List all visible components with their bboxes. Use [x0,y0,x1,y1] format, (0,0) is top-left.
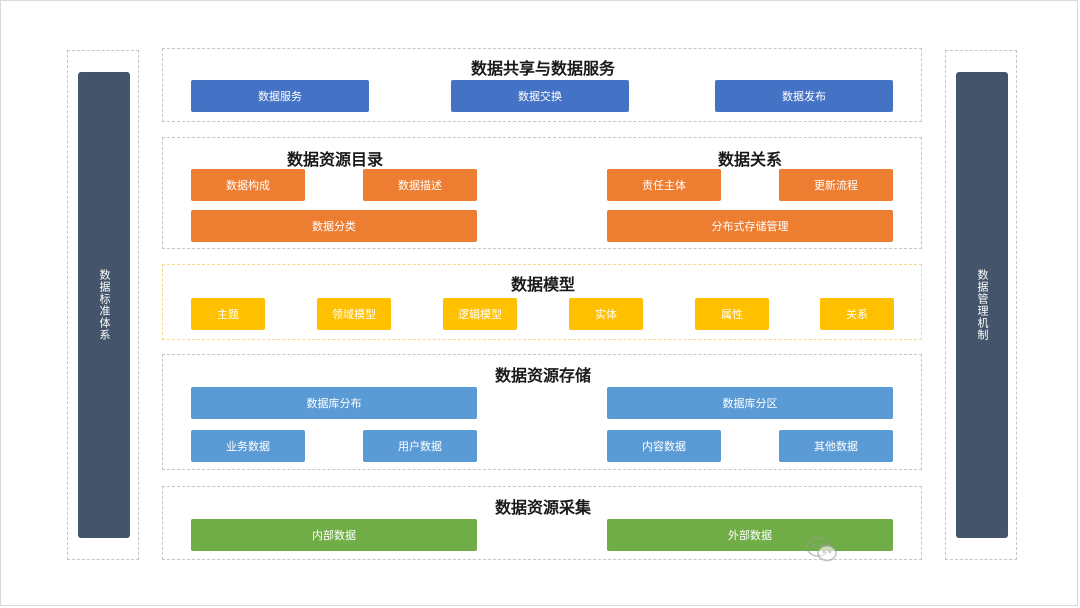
distributed-storage-box: 分布式存储管理 [607,210,893,242]
management-mechanism-label: 数据管理机制 [976,269,989,341]
storage-layer: 数据资源存储 数据库分布 数据库分区 业务数据 用户数据 内容数据 其他数据 [162,354,922,470]
responsible-party-box: 责任主体 [607,169,721,201]
data-publish-box: 数据发布 [715,80,893,112]
management-mechanism-bar: 数据管理机制 [956,72,1008,538]
user-data-box: 用户数据 [363,430,477,462]
other-data-box: 其他数据 [779,430,893,462]
model-title: 数据模型 [510,275,576,294]
standards-system-bar: 数据标准体系 [78,72,130,538]
collection-layer: 数据资源采集 内部数据 外部数据 [162,486,922,560]
attribute-box: 属性 [695,298,769,330]
logical-model-box: 逻辑模型 [443,298,517,330]
data-description-box: 数据描述 [363,169,477,201]
collection-title: 数据资源采集 [494,498,592,517]
watermark [806,536,1026,566]
entity-box: 实体 [569,298,643,330]
wechat-logo-icon [806,537,837,562]
business-data-box: 业务数据 [191,430,305,462]
sharing-layer: 数据共享与数据服务 数据服务 数据交换 数据发布 [162,48,922,122]
internal-data-box: 内部数据 [191,519,477,551]
data-composition-box: 数据构成 [191,169,305,201]
model-layer: 数据模型 主题 领域模型 逻辑模型 实体 属性 关系 [162,264,922,340]
catalog-relation-layer: 数据资源目录 数据构成 数据描述 数据分类 数据关系 责任主体 更新流程 分布式… [162,137,922,249]
content-data-box: 内容数据 [607,430,721,462]
catalog-title: 数据资源目录 [286,150,384,169]
update-process-box: 更新流程 [779,169,893,201]
data-classification-box: 数据分类 [191,210,477,242]
domain-model-box: 领域模型 [317,298,391,330]
database-partition-box: 数据库分区 [607,387,893,419]
storage-title: 数据资源存储 [494,366,592,385]
data-service-box: 数据服务 [191,80,369,112]
sharing-title: 数据共享与数据服务 [470,59,616,78]
data-exchange-box: 数据交换 [451,80,629,112]
relation-title: 数据关系 [717,150,783,169]
topic-box: 主题 [191,298,265,330]
right-side-container [945,50,1017,560]
relationship-box: 关系 [820,298,894,330]
standards-system-label: 数据标准体系 [98,269,111,341]
external-data-box: 外部数据 [607,519,893,551]
database-distribution-box: 数据库分布 [191,387,477,419]
left-side-container [67,50,139,560]
